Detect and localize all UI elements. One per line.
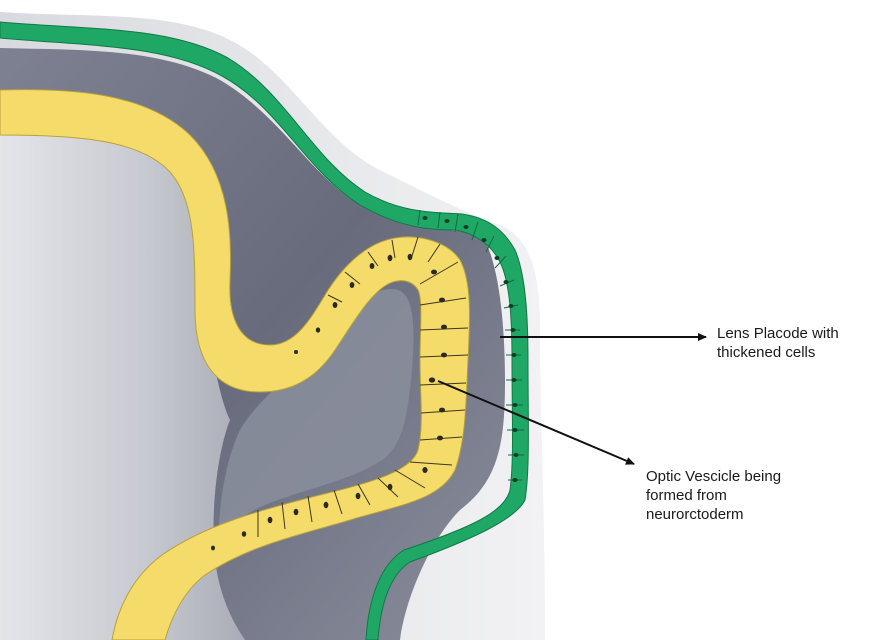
lens-placode-label: Lens Placode with thickened cells <box>717 324 839 362</box>
optic-vesicle-label-line3: neurorctoderm <box>646 505 781 524</box>
lens-placode-label-line2: thickened cells <box>717 343 839 362</box>
optic-vesicle-label-line1: Optic Vescicle being <box>646 467 781 486</box>
optic-vesicle-label: Optic Vescicle being formed from neurorc… <box>646 467 781 524</box>
optic-vesicle-label-line2: formed from <box>646 486 781 505</box>
lens-placode-label-line1: Lens Placode with <box>717 324 839 343</box>
